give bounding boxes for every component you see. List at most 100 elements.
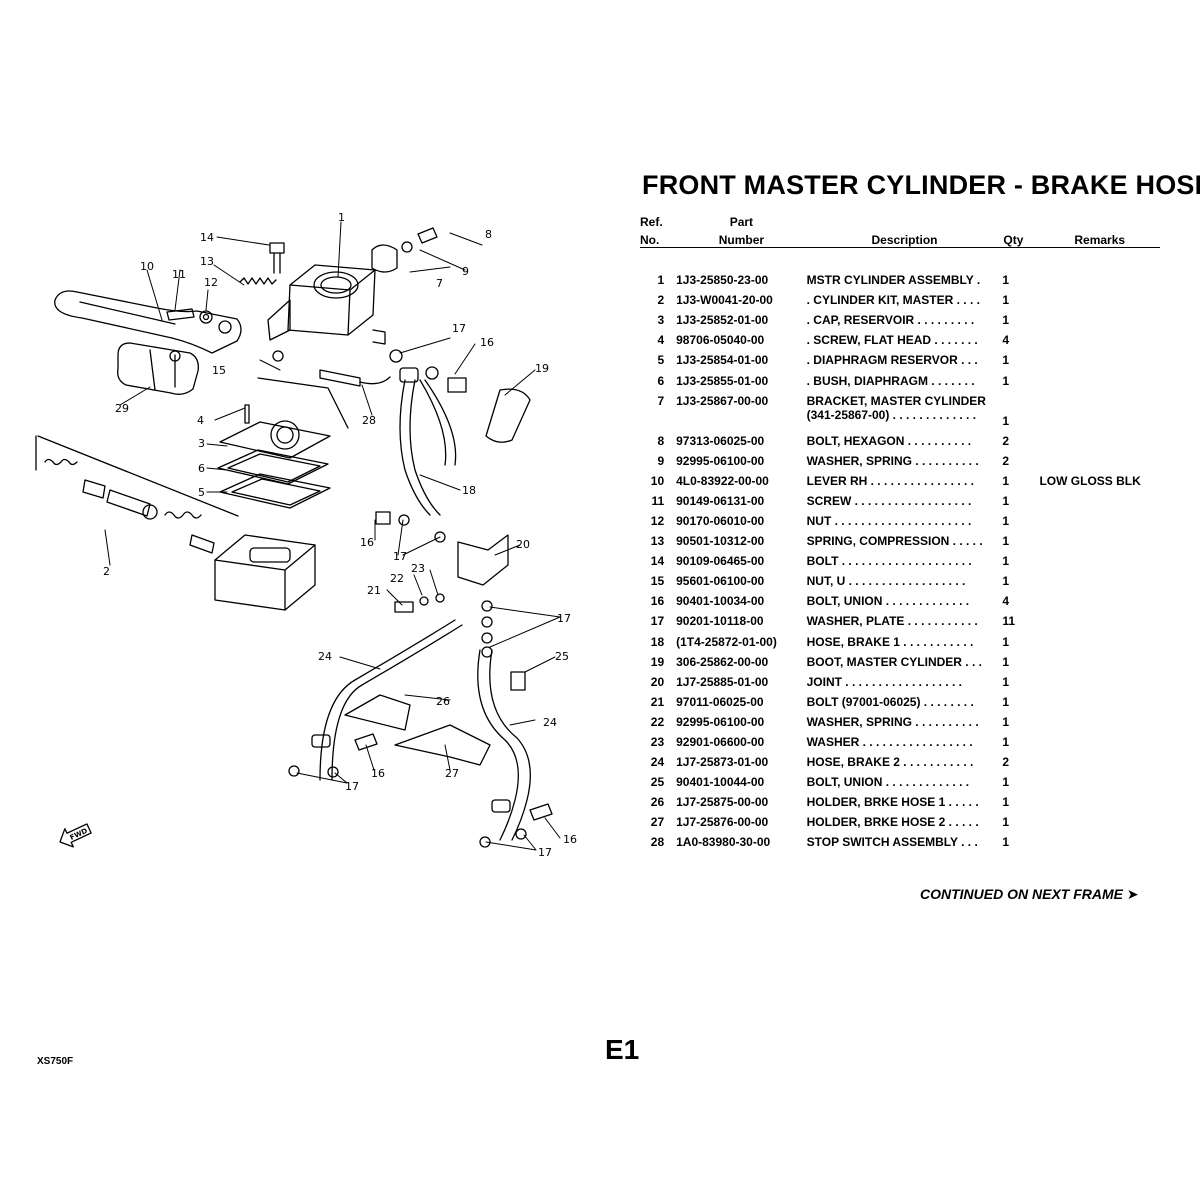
- model-code: XS750F: [37, 1056, 74, 1067]
- master-cylinder-boot-drawing: [485, 388, 531, 443]
- part-number-cell: (1T4-25872-01-00): [676, 634, 777, 649]
- page-title: FRONT MASTER CYLINDER - BRAKE HOSE: [642, 170, 1200, 200]
- part-number-cell: 1J3-25867-00-00: [676, 393, 769, 408]
- part-number-cell: 1J3-25852-01-00: [676, 313, 769, 328]
- remarks-cell: [1024, 752, 1160, 772]
- remarks-cell: [1024, 832, 1160, 852]
- remarks-cell: [1024, 571, 1160, 591]
- brake-hose-1-drawing: [399, 367, 457, 516]
- hose-holders-drawing: [344, 694, 491, 766]
- description-cell: SCREW . . . . . . . . . . . . . . . . . …: [806, 493, 972, 508]
- part-number-cell: 90170-06010-00: [676, 513, 765, 528]
- ref-cell: 25: [650, 775, 665, 790]
- qty-cell: 1: [1002, 634, 1010, 649]
- remarks-cell: [1024, 511, 1160, 531]
- qty-cell: 1: [1002, 554, 1010, 569]
- remarks-cell: [1024, 330, 1160, 350]
- part-number-cell: 90401-10044-00: [676, 775, 765, 790]
- callout-2: 2: [103, 565, 110, 578]
- qty-cell: 1: [1002, 735, 1010, 750]
- callout-17d: 17: [345, 780, 359, 793]
- qty-cell: 1: [1002, 815, 1010, 830]
- remarks-cell: [1024, 290, 1160, 310]
- callout-17e: 17: [538, 846, 552, 859]
- remarks-cell: [1024, 591, 1160, 611]
- description-line: BRACKET, MASTER CYLINDER: [806, 393, 986, 408]
- leader-lines: [104, 221, 561, 851]
- description-cell: BOLT, UNION . . . . . . . . . . . . .: [806, 594, 970, 609]
- part-number-cell: 1J7-25876-00-00: [676, 815, 769, 830]
- lower-union-bolts-drawing: [288, 733, 553, 848]
- callout-10: 10: [140, 260, 154, 273]
- ref-cell: 17: [650, 614, 665, 629]
- lever-screw-and-nut-drawing: [166, 308, 213, 324]
- qty-cell: 1: [1002, 714, 1010, 729]
- header-remarks: Remarks: [1024, 229, 1160, 248]
- callout-3: 3: [198, 437, 205, 450]
- ref-cell: 10: [650, 473, 665, 488]
- description-cell: NUT . . . . . . . . . . . . . . . . . . …: [806, 513, 972, 528]
- remarks-cell: [1024, 712, 1160, 732]
- description-cell: BOLT, UNION . . . . . . . . . . . . .: [806, 775, 970, 790]
- remarks-cell: [1024, 391, 1160, 431]
- table-row: 18(1T4-25872-01-00)HOSE, BRAKE 1 . . . .…: [640, 632, 1160, 652]
- callout-12: 12: [204, 276, 218, 289]
- table-row: 25 90401-10044-00 BOLT, UNION . . . . . . …: [640, 772, 1160, 792]
- callout-17c: 17: [557, 612, 571, 625]
- remarks-cell: [1024, 551, 1160, 571]
- table-row: 17 90201-10118-00 WASHER, PLATE . . . . . …: [640, 611, 1160, 631]
- master-cylinder-body-drawing: [267, 264, 386, 345]
- part-number-cell: 1J3-25855-01-00: [676, 373, 769, 388]
- callout-25: 25: [555, 650, 569, 663]
- part-number-cell: 90201-10118-00: [676, 614, 764, 629]
- brake-hose-2-drawing: [311, 619, 531, 841]
- description-cell: WASHER, PLATE . . . . . . . . . . .: [806, 614, 978, 629]
- callout-9: 9: [462, 265, 469, 278]
- part-number-cell: 92995-06100-00: [676, 714, 765, 729]
- description-cell: . BUSH, DIAPHRAGM . . . . . . .: [806, 373, 975, 388]
- remarks-cell: [1024, 611, 1160, 631]
- part-number-cell: 97313-06025-00: [676, 433, 765, 448]
- ref-cell: 15: [650, 574, 665, 589]
- part-number-cell: 4L0-83922-00-00: [676, 473, 769, 488]
- callout-28: 28: [362, 414, 376, 427]
- part-number-cell: 1J7-25875-00-00: [676, 795, 769, 810]
- brake-joint-drawing: [375, 511, 526, 691]
- callout-13: 13: [200, 255, 214, 268]
- qty-cell: 2: [1002, 453, 1010, 468]
- qty-cell: 1: [1002, 694, 1010, 709]
- ref-cell: 20: [650, 674, 665, 689]
- ref-cell: 24: [650, 755, 665, 770]
- qty-cell: 1: [1002, 775, 1010, 790]
- callout-16d: 16: [563, 833, 577, 846]
- ref-cell: 14: [650, 554, 665, 569]
- description-cell: WASHER, SPRING . . . . . . . . . .: [806, 453, 979, 468]
- remarks-cell: [1024, 350, 1160, 370]
- part-number-cell: 1A0-83980-30-00: [676, 835, 771, 850]
- callout-20: 20: [516, 538, 530, 551]
- qty-cell: 1: [1002, 353, 1010, 368]
- callout-8: 8: [485, 228, 492, 241]
- qty-cell: 1: [1002, 835, 1010, 850]
- qty-cell: 11: [1002, 614, 1016, 629]
- qty-cell: 1: [1002, 574, 1010, 589]
- ref-cell: 23: [650, 735, 665, 750]
- remarks-cell: [1024, 310, 1160, 330]
- description-cell: SPRING, COMPRESSION . . . . .: [806, 534, 983, 549]
- callout-27: 27: [445, 767, 459, 780]
- ref-cell: 28: [650, 835, 665, 850]
- part-number-cell: 1J7-25885-01-00: [676, 674, 769, 689]
- callout-14: 14: [200, 231, 214, 244]
- qty-cell: 1: [1002, 654, 1010, 669]
